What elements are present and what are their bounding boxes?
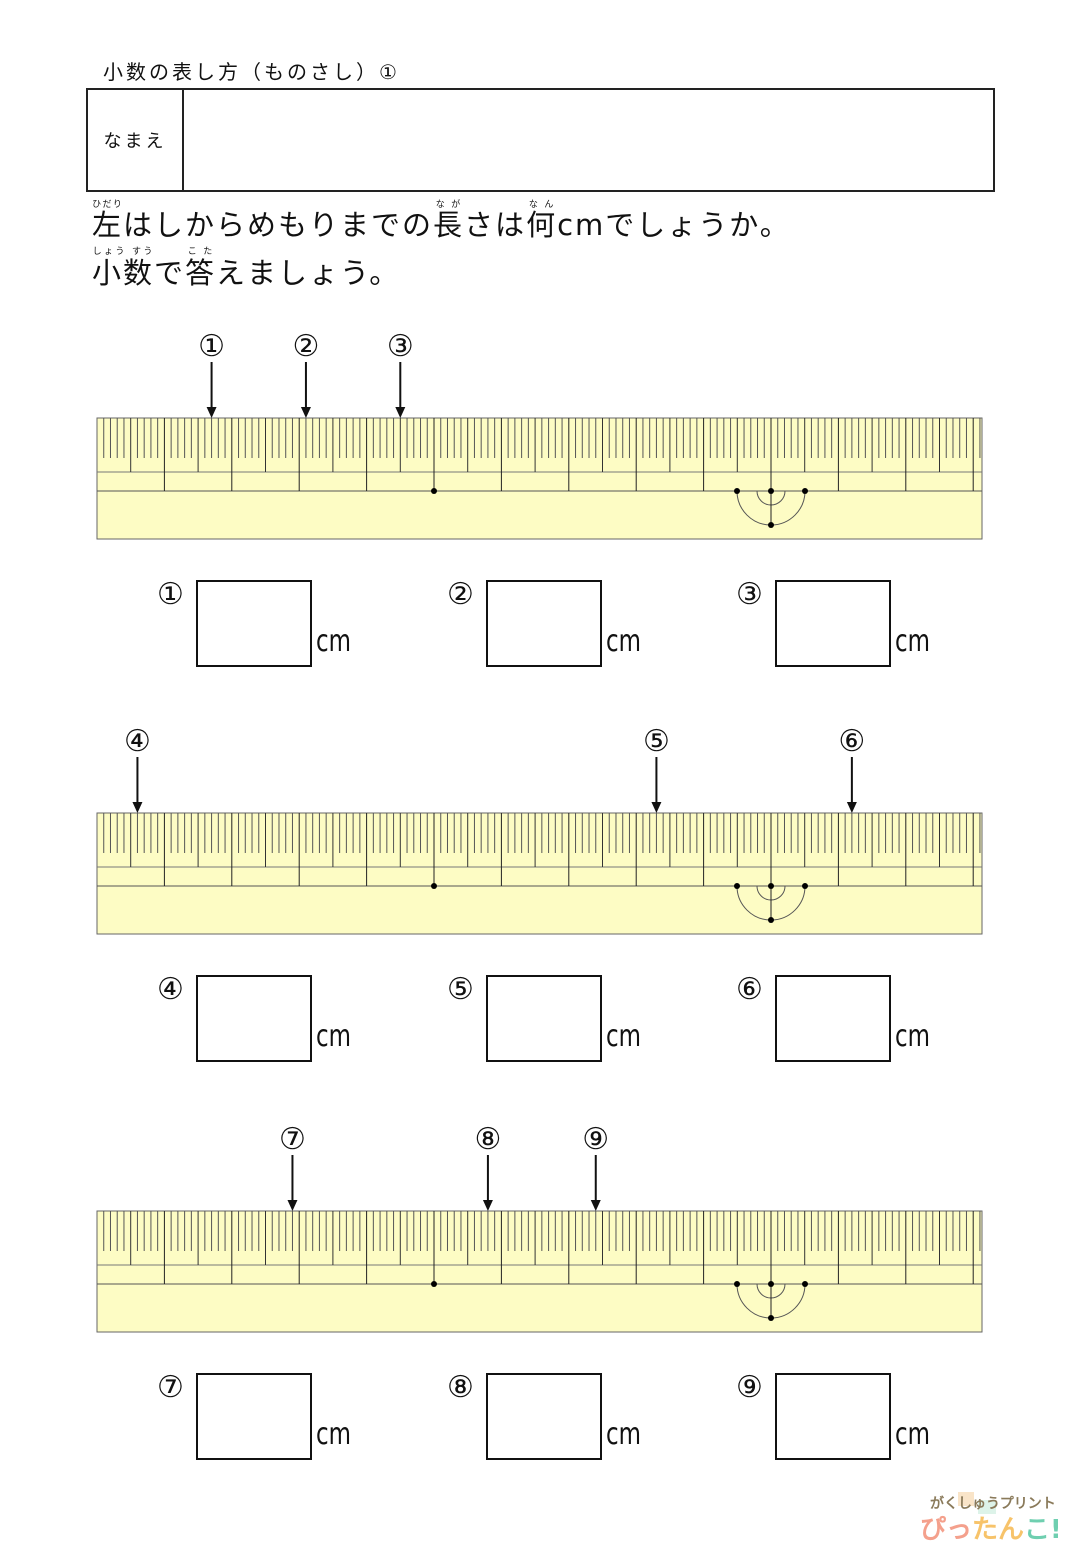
arrow-down-icon <box>482 1200 493 1211</box>
furigana: しょう すう <box>92 247 155 257</box>
answer-number: ② <box>447 577 474 612</box>
mark-label-③: ③ <box>387 329 414 364</box>
mark-label-⑤: ⑤ <box>643 724 670 759</box>
arrow-down-icon <box>287 1200 298 1211</box>
unit-label: cm <box>316 1417 351 1452</box>
ruler-dot <box>768 1315 774 1321</box>
mark-label-⑧: ⑧ <box>474 1122 501 1157</box>
answer-box[interactable] <box>486 975 602 1062</box>
arrow-down-icon <box>590 1200 601 1211</box>
ruby-word: 小数しょう すう <box>92 247 155 290</box>
answer-box[interactable] <box>196 975 312 1062</box>
svg-text:こ!: こ! <box>1024 1515 1058 1544</box>
ruby-word: 左ひだり <box>92 200 124 242</box>
mark-label-⑥: ⑥ <box>838 724 865 759</box>
arrow-down-icon <box>300 407 311 418</box>
ruler-dot <box>802 488 808 494</box>
ruler-dot <box>768 488 774 494</box>
arrow-down-icon <box>132 802 143 813</box>
arrow-down-icon <box>846 802 857 813</box>
name-label: なまえ <box>88 90 184 190</box>
instruction-line-1: 左ひだりはしからめもりまでの長ながさは何なんcmでしょうか。 <box>92 200 791 240</box>
ruler-dot <box>431 488 437 494</box>
arrow-down-icon <box>651 802 662 813</box>
svg-text:たん: たん <box>972 1515 1024 1544</box>
gakushu-print-pittanko-logo: がくしゅうプリント ぴっ たん こ! <box>920 1492 1058 1544</box>
ruler-dot <box>734 883 740 889</box>
ruler-dot <box>431 1281 437 1287</box>
ruler-body <box>96 417 983 540</box>
arrow-down-icon <box>395 407 406 418</box>
answer-number: ⑨ <box>736 1370 763 1405</box>
unit-label: cm <box>895 1019 930 1054</box>
ruler-dot <box>431 883 437 889</box>
furigana: ひだり <box>92 200 123 210</box>
ruler-body <box>96 812 983 935</box>
mark-label-②: ② <box>292 329 319 364</box>
instruction-text: さは <box>464 208 527 242</box>
ruler-3: ⑦ ⑧ ⑨ <box>96 1122 983 1333</box>
ruby-word: 長なが <box>433 200 465 242</box>
ruler-dot <box>768 883 774 889</box>
unit-label: cm <box>316 624 351 659</box>
unit-label: cm <box>895 1417 930 1452</box>
answer-number: ⑧ <box>447 1370 474 1405</box>
ruler-dot <box>802 1281 808 1287</box>
mark-label-④: ④ <box>124 724 151 759</box>
unit-label: cm <box>895 624 930 659</box>
worksheet-title: 小数の表し方（ものさし）① <box>103 60 400 84</box>
unit-label: cm <box>316 1019 351 1054</box>
unit-label: cm <box>606 624 641 659</box>
answer-box[interactable] <box>486 1373 602 1460</box>
svg-text:がくしゅうプリント: がくしゅうプリント <box>930 1495 1056 1512</box>
instruction-text: はしからめもりまでの <box>123 208 434 242</box>
answer-number: ④ <box>157 972 184 1007</box>
answer-number: ⑥ <box>736 972 763 1007</box>
answer-box[interactable] <box>486 580 602 667</box>
furigana: こた <box>185 247 217 257</box>
answer-box[interactable] <box>775 975 891 1062</box>
answer-box[interactable] <box>775 580 891 667</box>
name-box: なまえ <box>86 88 995 192</box>
answer-box[interactable] <box>196 1373 312 1460</box>
answer-number: ③ <box>736 577 763 612</box>
svg-text:ぴっ: ぴっ <box>920 1515 972 1544</box>
furigana: なん <box>526 200 558 210</box>
ruler-dot <box>768 917 774 923</box>
answer-number: ⑦ <box>157 1370 184 1405</box>
ruler-dot <box>768 522 774 528</box>
answer-box[interactable] <box>775 1373 891 1460</box>
mark-label-⑨: ⑨ <box>582 1122 609 1157</box>
ruler-body <box>96 1210 983 1333</box>
unit-label: cm <box>606 1019 641 1054</box>
ruler-2: ④ ⑤ ⑥ <box>96 724 983 935</box>
ruler-1: ① ② ③ <box>96 329 983 540</box>
mark-label-①: ① <box>198 329 225 364</box>
ruler-dot <box>768 1281 774 1287</box>
instruction-text: で <box>154 256 186 290</box>
instruction-line-2: 小数しょう すうで答こたえましょう。 <box>92 247 400 288</box>
instruction-text: えましょう。 <box>216 256 401 290</box>
furigana: なが <box>433 200 465 210</box>
ruler-dot <box>734 1281 740 1287</box>
ruler-dot <box>734 488 740 494</box>
arrow-down-icon <box>206 407 217 418</box>
answer-number: ⑤ <box>447 972 474 1007</box>
answer-box[interactable] <box>196 580 312 667</box>
ruby-word: 何なん <box>526 200 558 242</box>
answer-number: ① <box>157 577 184 612</box>
unit-label: cm <box>606 1417 641 1452</box>
ruler-dot <box>802 883 808 889</box>
instruction-text: cmでしょうか。 <box>557 208 791 242</box>
mark-label-⑦: ⑦ <box>279 1122 306 1157</box>
ruby-word: 答こた <box>185 247 217 290</box>
